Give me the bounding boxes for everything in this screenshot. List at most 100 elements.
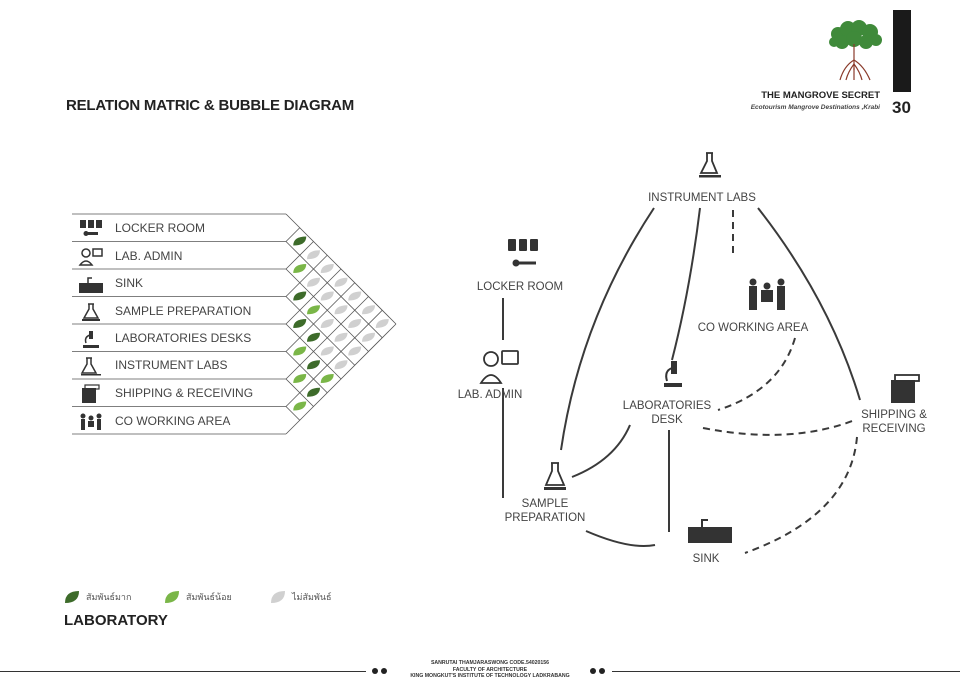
relation-leaf-strong: [307, 332, 320, 342]
relation-leaf-strong: [307, 360, 320, 370]
node-sample-preparation-line1: SAMPLE: [521, 498, 569, 510]
node-shipping-receiving: SHIPPING & RECEIVING: [852, 408, 936, 437]
legend-strong-label: สัมพันธ์มาก: [86, 592, 132, 602]
link-desk-shipping: [702, 419, 856, 436]
relation-leaf-weak: [293, 374, 307, 383]
footer-institute: KING MONGKUT'S INSTITUTE OF TECHNOLOGY L…: [410, 673, 570, 679]
relation-leaf-none: [334, 360, 348, 370]
matrix-label-shipping-receiving: SHIPPING & RECEIVING: [115, 386, 254, 400]
sink-icon: [79, 277, 103, 293]
relation-leaf-none: [362, 332, 375, 342]
relation-leaf-none: [320, 291, 334, 301]
legend: สัมพันธ์มาก สัมพันธ์น้อย ไม่สัมพันธ์: [64, 588, 364, 606]
footer-dot: [590, 668, 596, 674]
node-co-working-area: CO WORKING AREA: [697, 322, 809, 334]
node-sink: SINK: [692, 553, 720, 565]
relation-leaf-strong: [293, 236, 307, 246]
instrument-labs-icon: [699, 152, 721, 178]
footer-faculty: FACULTY OF ARCHITECTURE: [452, 666, 528, 673]
footer-rule-left: [0, 671, 366, 672]
relation-leaf-none: [334, 277, 348, 287]
footer-dot: [381, 668, 387, 674]
relation-leaf-weak: [293, 401, 307, 411]
relation-leaf-none: [320, 346, 334, 356]
lab-admin-icon: [479, 350, 519, 384]
matrix-label-co-working-area: CO WORKING AREA: [115, 414, 231, 428]
relation-leaf-none: [348, 291, 362, 301]
link-shipping-sink: [744, 436, 858, 554]
microscope-node-icon: [664, 361, 682, 387]
brand-subtitle: Ecotourism Mangrove Destinations ,Krabi: [750, 104, 880, 111]
link-coworking-desk: [717, 337, 796, 411]
page-number: 30: [892, 98, 911, 117]
footer-rule-right: [612, 671, 960, 672]
node-locker-room: LOCKER ROOM: [476, 281, 564, 293]
matrix-label-sink: SINK: [115, 276, 144, 290]
footer-dot: [599, 668, 605, 674]
relation-leaf-none: [307, 277, 320, 287]
relation-leaf-none: [348, 319, 362, 328]
legend-weak-label: สัมพันธ์น้อย: [186, 592, 232, 602]
relation-leaf-none: [362, 305, 375, 315]
relation-leaf-none: [320, 319, 334, 328]
co-working-icon: [749, 278, 785, 310]
locker-icon: [80, 220, 102, 236]
page-title: RELATION MATRIC & BUBBLE DIAGRAM: [66, 97, 355, 114]
relation-leaf-none: [334, 332, 348, 342]
brand-title: THE MANGROVE SECRET: [761, 90, 880, 101]
node-instrument-labs: INSTRUMENT LABS: [648, 192, 756, 204]
link-instrument-sample: [560, 207, 655, 451]
relation-leaf-none: [307, 250, 320, 260]
relation-leaf-weak: [293, 346, 307, 356]
relation-leaf-weak: [293, 264, 307, 273]
relation-leaf-strong: [293, 319, 307, 328]
matrix-label-laboratories-desks: LABORATORIES DESKS: [115, 331, 252, 345]
relation-leaf-none: [375, 319, 389, 328]
matrix-label-locker-room: LOCKER ROOM: [115, 221, 206, 235]
link-sample-sink: [585, 530, 656, 548]
node-shipping-receiving-line2: RECEIVING: [862, 423, 926, 436]
matrix-label-sample-preparation: SAMPLE PREPARATION: [115, 304, 252, 318]
relation-leaf-strong: [293, 291, 307, 301]
shipping-receiving-icon: [891, 374, 920, 403]
matrix-label-lab-admin: LAB. ADMIN: [115, 249, 183, 263]
sink-node-icon: [688, 519, 732, 543]
relation-leaf-weak: [307, 305, 320, 315]
footer-credits: SANRUTAI THAMJARASWONG CODE.54020156 FAC…: [380, 660, 600, 680]
relation-leaf-none: [334, 305, 348, 315]
node-sample-preparation-line2: PREPARATION: [504, 512, 586, 525]
legend-none-label: ไม่สัมพันธ์: [292, 592, 332, 602]
node-shipping-receiving-line1: SHIPPING &: [861, 409, 927, 421]
footer-dot: [372, 668, 378, 674]
node-lab-admin: LAB. ADMIN: [457, 389, 523, 401]
relation-leaf-weak: [320, 374, 334, 383]
node-laboratories-desk: LABORATORIES DESK: [616, 399, 718, 428]
relation-leaf-none: [320, 264, 334, 273]
boxes-icon: [82, 384, 100, 403]
flask-scale-icon: [82, 303, 100, 321]
microscope-icon: [83, 331, 99, 348]
leaf-none-icon: [271, 591, 285, 603]
page-tab-marker: [893, 10, 911, 92]
mangrove-tree-logo: [829, 20, 882, 81]
sample-preparation-icon: [544, 462, 566, 490]
link-desk-sample: [571, 424, 631, 478]
admin-icon: [78, 248, 103, 266]
node-laboratories-desk-line2: DESK: [651, 414, 683, 427]
link-instrument-desk: [671, 207, 701, 361]
node-laboratories-desk-line1: LABORATORIES: [622, 400, 712, 412]
leaf-weak-icon: [165, 591, 179, 603]
lab-flask-icon: [80, 357, 101, 376]
relation-leaf-strong: [307, 387, 320, 397]
matrix-label-instrument-labs: INSTRUMENT LABS: [115, 358, 228, 372]
team-icon: [80, 413, 102, 430]
relation-leaf-none: [348, 346, 362, 356]
leaf-strong-icon: [65, 591, 79, 603]
link-instrument-shipping: [757, 207, 861, 401]
node-sample-preparation: SAMPLE PREPARATION: [500, 497, 590, 526]
section-title: LABORATORY: [64, 612, 168, 629]
locker-room-icon: [508, 239, 538, 267]
footer-author: SANRUTAI THAMJARASWONG CODE.54020156: [430, 660, 550, 666]
